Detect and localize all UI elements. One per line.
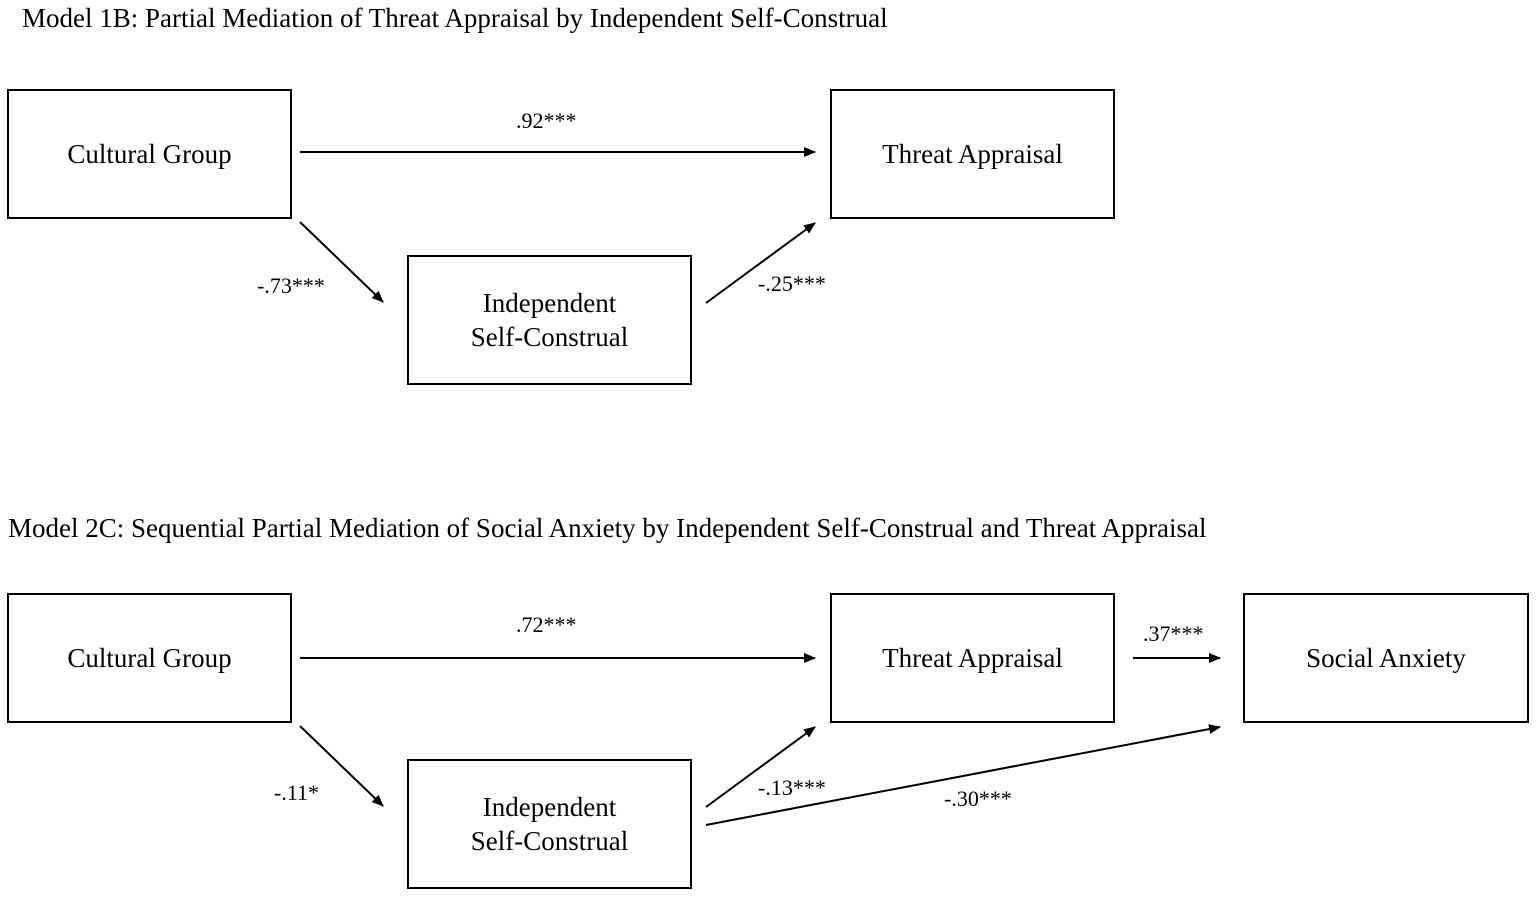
m2-coef-group-to-threat: .72***: [516, 612, 577, 637]
m1-self-construal-label-2: Self-Construal: [470, 322, 629, 352]
m2-arrow-group-to-construal: [299, 725, 384, 807]
m2-self-construal-label-2: Self-Construal: [470, 826, 629, 856]
m1-cultural-group-label: Cultural Group: [67, 139, 232, 169]
m1-self-construal-label-1: Independent: [482, 288, 617, 318]
m1-cultural-group-box: Cultural Group: [7, 89, 292, 219]
m1-coef-group-to-construal: -.73***: [257, 273, 325, 298]
m2-self-construal-label-1: Independent: [482, 792, 617, 822]
m2-coef-construal-to-threat: -.13***: [758, 775, 826, 800]
m2-threat-appraisal-box: Threat Appraisal: [830, 593, 1115, 723]
m1-threat-appraisal-label: Threat Appraisal: [882, 139, 1063, 169]
model2-title: Model 2C: Sequential Partial Mediation o…: [8, 513, 1207, 543]
m1-arrow-group-to-construal: [299, 221, 384, 303]
m2-coef-threat-to-anxiety: .37***: [1143, 621, 1204, 646]
model1-title: Model 1B: Partial Mediation of Threat Ap…: [22, 3, 888, 33]
m2-coef-group-to-construal: -.11*: [274, 780, 320, 805]
m2-arrow-construal-to-anxiety: [705, 724, 1221, 826]
m2-arrow-construal-to-threat: [705, 726, 816, 808]
m2-threat-appraisal-label: Threat Appraisal: [882, 643, 1063, 673]
m1-threat-appraisal-box: Threat Appraisal: [830, 89, 1115, 219]
m2-social-anxiety-label: Social Anxiety: [1306, 643, 1466, 673]
m1-self-construal-box: Independent Self-Construal: [407, 255, 692, 385]
m1-arrow-construal-to-threat: [705, 222, 816, 304]
m2-coef-construal-to-anxiety: -.30***: [944, 786, 1012, 811]
m2-self-construal-box: Independent Self-Construal: [407, 759, 692, 889]
m1-coef-group-to-threat: .92***: [516, 108, 577, 133]
m2-social-anxiety-box: Social Anxiety: [1243, 593, 1529, 723]
m2-cultural-group-box: Cultural Group: [7, 593, 292, 723]
m2-cultural-group-label: Cultural Group: [67, 643, 232, 673]
m1-coef-construal-to-threat: -.25***: [758, 271, 826, 296]
